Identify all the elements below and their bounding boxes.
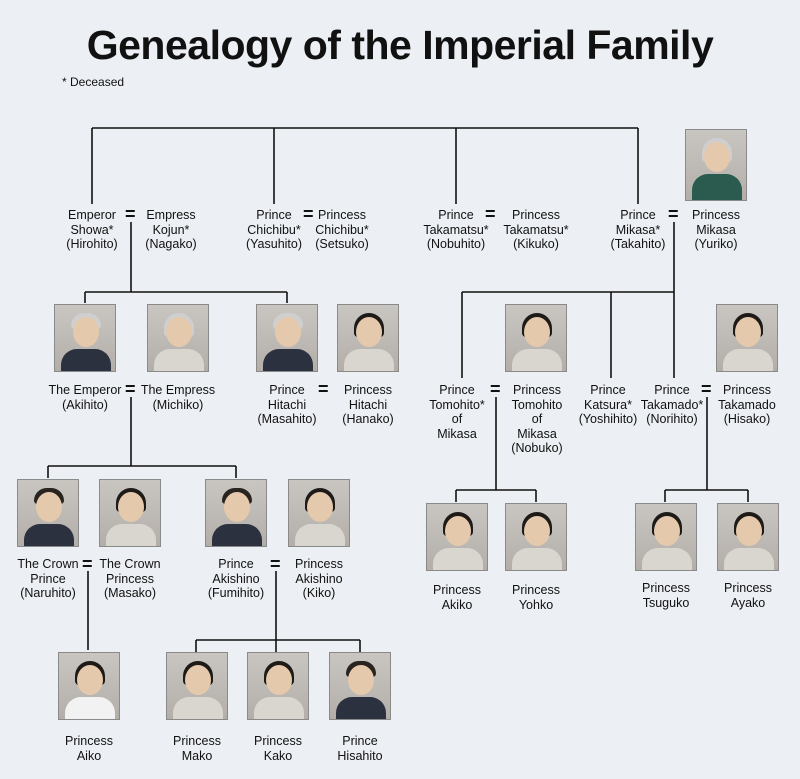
label-the-emperor: The Emperor(Akihito) (48, 383, 122, 412)
page-title: Genealogy of the Imperial Family (86, 22, 714, 68)
photo-princess-tsuguko (635, 503, 697, 571)
photo-crown-princess (99, 479, 161, 547)
marriage-sign: = (125, 379, 136, 399)
marriage-sign: = (668, 204, 679, 224)
photo-the-empress (147, 304, 209, 372)
photo-princess-akishino (288, 479, 350, 547)
photo-princess-ayako (717, 503, 779, 571)
label-the-empress: The Empress(Michiko) (140, 383, 216, 412)
marriage-sign: = (318, 379, 329, 399)
photo-princess-takamado (716, 304, 778, 372)
photo-princess-kako (247, 652, 309, 720)
marriage-sign: = (125, 204, 136, 224)
photo-princess-mako (166, 652, 228, 720)
marriage-sign: = (82, 554, 93, 574)
photo-princess-tomohito (505, 304, 567, 372)
marriage-sign: = (270, 554, 281, 574)
marriage-sign: = (701, 379, 712, 399)
marriage-sign: = (303, 204, 314, 224)
photo-prince-akishino (205, 479, 267, 547)
photo-prince-hisahito (329, 652, 391, 720)
photo-princess-aiko (58, 652, 120, 720)
photo-princess-mikasa (685, 129, 747, 201)
deceased-note: * Deceased (62, 75, 125, 89)
photo-crown-prince (17, 479, 79, 547)
photo-princess-yohko (505, 503, 567, 571)
photo-princess-hitachi (337, 304, 399, 372)
marriage-sign: = (485, 204, 496, 224)
photo-the-emperor (54, 304, 116, 372)
marriage-sign: = (490, 379, 501, 399)
photo-prince-hitachi (256, 304, 318, 372)
photo-princess-akiko (426, 503, 488, 571)
